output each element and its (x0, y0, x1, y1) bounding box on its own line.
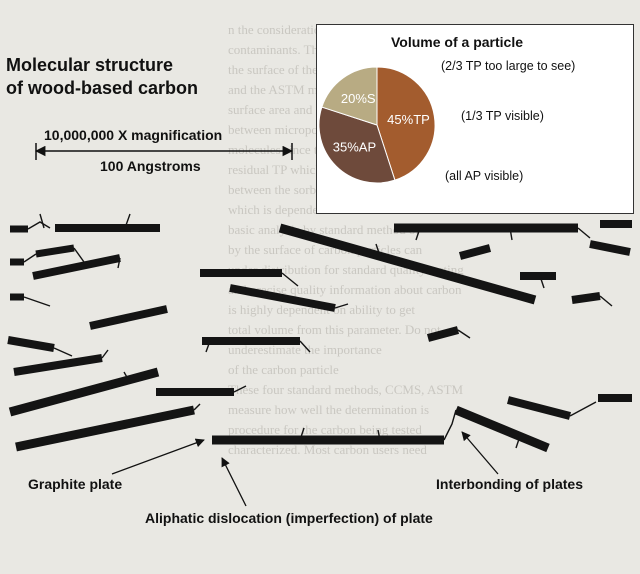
title-line-2: of wood-based carbon (6, 78, 199, 98)
scale-bar (34, 143, 294, 160)
side-chain (457, 329, 471, 339)
pie-slice-label: 45%TP (387, 112, 430, 127)
graphite-plate (7, 336, 55, 352)
side-chain (569, 401, 597, 417)
interbonding-arrow (461, 431, 499, 475)
side-chain (27, 221, 51, 230)
side-chain (53, 347, 73, 357)
callout-arrows (111, 431, 499, 507)
note-ap-visible: (all AP visible) (445, 169, 524, 183)
graphite-plate (589, 240, 631, 256)
side-chain (334, 303, 349, 309)
side-chain (101, 349, 109, 359)
graphite-plate (229, 284, 336, 312)
graphite-plate (507, 396, 571, 420)
particle-volume-inset: Volume of a particle 45%TP 35%AP 20%S (2/3… (316, 24, 634, 214)
side-chain (123, 371, 129, 380)
graphite-plate (454, 405, 550, 453)
side-chain (73, 247, 85, 263)
pie-slice (376, 66, 436, 181)
note-tp-large: (2/3 TP too large to see) (441, 59, 576, 73)
side-chain (599, 295, 613, 307)
note-tp-visible: (1/3 TP visible) (461, 109, 544, 123)
side-chain (281, 272, 299, 287)
scale-bar-label: 100 Angstroms (100, 158, 201, 174)
plates-group (7, 220, 632, 453)
pie-slice-label: 35%AP (333, 140, 376, 155)
side-chain (299, 427, 305, 441)
side-chain (515, 435, 521, 449)
side-chain (193, 403, 201, 411)
graphite-plate (89, 305, 168, 330)
graphite-plate (426, 326, 460, 342)
pie-slice-label: 20%S (341, 91, 376, 106)
side-chain (299, 340, 311, 353)
side-chain (117, 257, 121, 269)
side-chain (375, 243, 381, 257)
aliphatic-arrow (221, 457, 247, 507)
side-chain (509, 227, 513, 241)
graphite-plate (35, 244, 75, 258)
graphite-plate (13, 354, 103, 376)
inset-title: Volume of a particle (391, 34, 523, 50)
magnification-label: 10,000,000 X magnification (44, 127, 223, 143)
side-chain (233, 385, 247, 393)
particle-volume-pie: 45%TP 35%AP 20%S (318, 66, 436, 184)
graphite-plate (32, 254, 121, 280)
graphite-plate-arrow (111, 438, 205, 475)
graphite-plate (458, 244, 492, 260)
graphite-plate (15, 405, 195, 452)
graphite-plate (571, 292, 601, 304)
interbonding-label: Interbonding of plates (436, 476, 583, 492)
side-chain (377, 429, 381, 441)
side-chain (23, 296, 51, 307)
title-line-1: Molecular structure (6, 55, 174, 75)
side-chain (205, 340, 211, 353)
side-chain (443, 409, 457, 441)
side-chain (39, 213, 45, 229)
side-chain (415, 227, 421, 241)
side-chain (577, 227, 591, 239)
graphite-plate-label: Graphite plate (28, 476, 123, 492)
pie-slice (318, 106, 396, 184)
aliphatic-label: Aliphatic dislocation (imperfection) of … (145, 510, 433, 526)
side-chains-group (23, 213, 613, 449)
side-chain (539, 275, 545, 289)
side-chain (124, 213, 131, 229)
diagram-title: Molecular structure of wood-based carbon (6, 54, 198, 100)
pie-slice (321, 66, 378, 126)
side-chain (23, 253, 37, 263)
graphite-plate (278, 223, 537, 305)
graphite-plate (8, 367, 160, 417)
